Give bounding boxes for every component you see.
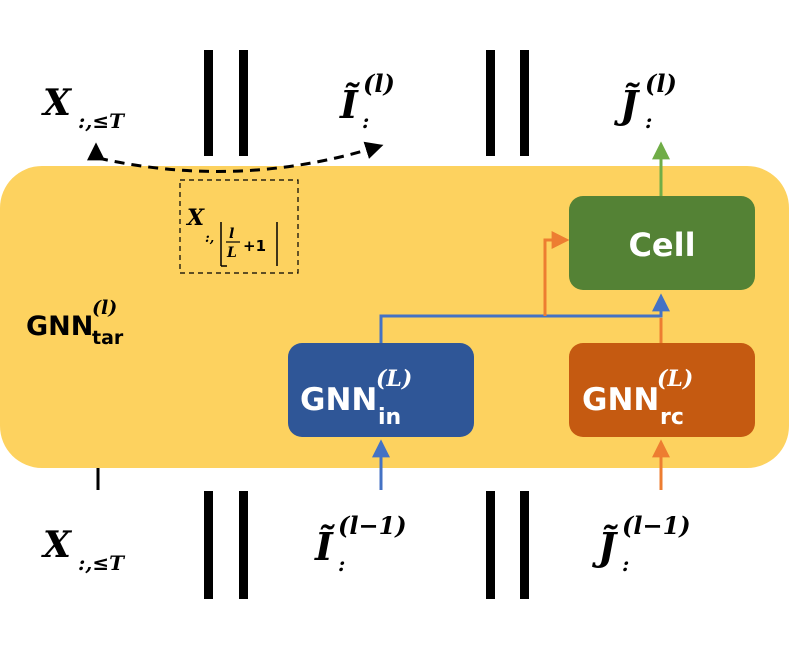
top-j-label: J̃ (l) :: [614, 69, 677, 133]
top-j-sub: :: [645, 109, 652, 133]
separator-bottom-right-icon: [486, 491, 529, 599]
top-i-sup: (l): [363, 69, 395, 98]
dashed-box-frac-suffix: +1: [243, 237, 266, 255]
top-j-main: J̃: [614, 82, 641, 127]
separator-bottom-left-icon: [204, 491, 248, 599]
gnn-in-label-sub: in: [378, 405, 401, 430]
top-i-sub: :: [362, 109, 369, 133]
bottom-x-main: X: [41, 524, 73, 566]
bottom-i-sup: (l−1): [338, 511, 407, 540]
cell-block: [569, 196, 755, 290]
gnn-rc-label: GNN (L) rc: [582, 366, 693, 430]
gnn-rc-label-main: GNN: [582, 382, 659, 418]
container-label-main: GNN: [26, 311, 93, 342]
bottom-j-label: J̃ (l−1) :: [592, 511, 691, 576]
top-x-main: X: [41, 82, 73, 124]
bottom-j-sup: (l−1): [622, 511, 691, 540]
dashed-arrow-to-i: [97, 141, 384, 173]
bottom-x-sub: :,≤T: [78, 551, 126, 575]
top-x-sub: :,≤T: [78, 109, 126, 133]
separator-top-left-icon: [204, 50, 248, 156]
container-label: GNN (l) tar: [26, 297, 124, 349]
dashed-box: [179, 179, 299, 274]
gnn-rc-label-sub: rc: [660, 405, 684, 430]
top-i-label: Ĩ (l) :: [339, 69, 395, 133]
gnn-in-label: GNN (L) in: [300, 366, 412, 430]
container-label-sub: tar: [92, 327, 124, 349]
dashed-box-frac-den: L: [226, 245, 237, 261]
top-x-label: X :,≤T: [41, 82, 126, 133]
bottom-j-sub: :: [622, 552, 629, 576]
bottom-x-label: X :,≤T: [41, 524, 126, 575]
dashed-box-x: X: [185, 205, 205, 231]
bottom-i-label: Ĩ (l−1) :: [314, 511, 407, 576]
top-j-sup: (l): [645, 69, 677, 98]
container-label-sup: (l): [92, 297, 117, 319]
separator-top-right-icon: [486, 50, 529, 156]
top-i-main: Ĩ: [339, 82, 360, 127]
gnn-in-label-main: GNN: [300, 382, 377, 418]
dashed-box-formula: X :, l L +1: [185, 205, 278, 267]
dashed-box-sub-prefix: :,: [205, 231, 214, 246]
bottom-i-sub: :: [338, 552, 345, 576]
gnn-in-block: [288, 343, 474, 437]
dashed-box-frac-num: l: [229, 226, 234, 242]
orange-side-arrow: [543, 231, 570, 316]
gnn-in-to-cell-arrow: [379, 293, 670, 343]
gnn-in-label-sup: (L): [376, 366, 412, 392]
bottom-i-main: Ĩ: [314, 524, 335, 569]
bottom-j-main: J̃: [592, 524, 619, 569]
gnn-rc-label-sup: (L): [657, 366, 693, 392]
gnn-rc-block: [569, 343, 755, 437]
cell-label: Cell: [628, 226, 695, 264]
